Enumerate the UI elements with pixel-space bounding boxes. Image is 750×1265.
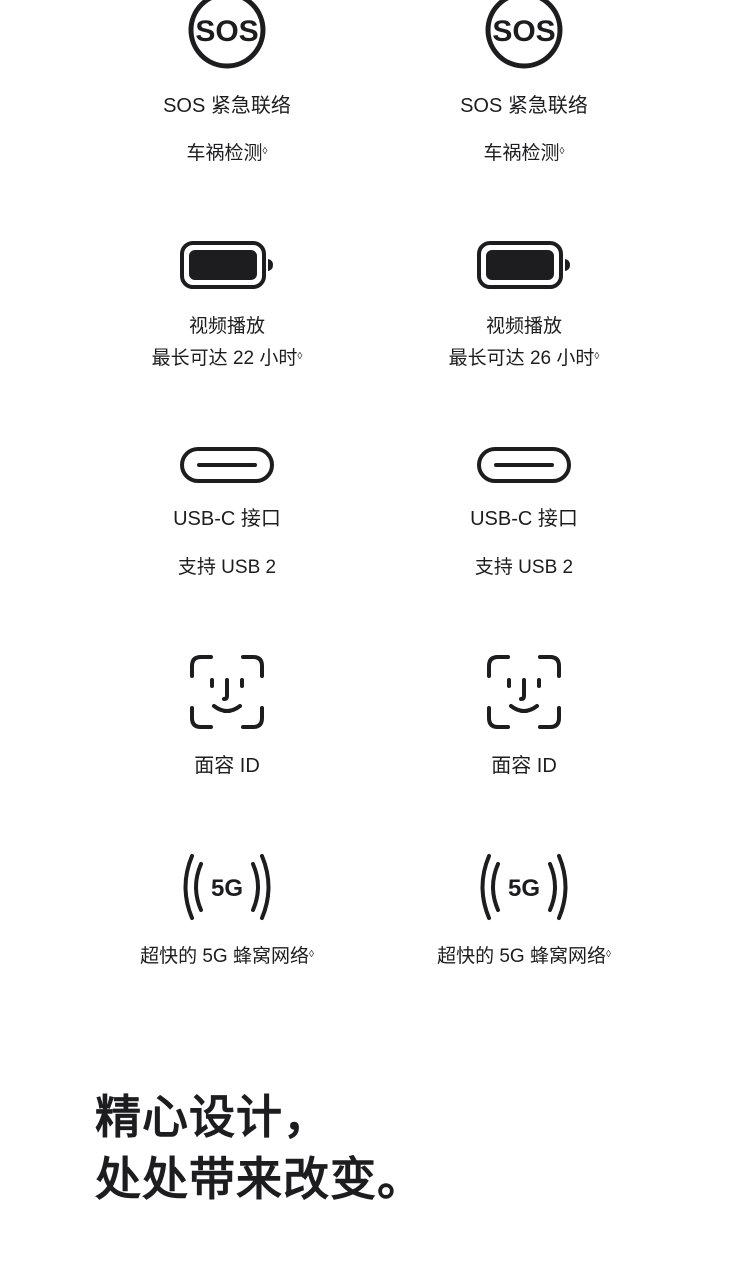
usb-c-icon [374, 446, 674, 486]
battery-icon [77, 240, 377, 292]
5g-icon: 5G [77, 852, 377, 922]
sos-icon: SOS [374, 0, 674, 70]
usb-title: USB-C 接口 [470, 508, 578, 530]
faceid-title: 面容 ID [194, 755, 260, 777]
faceid-title: 面容 ID [491, 755, 557, 777]
battery-line1: 视频播放 [485, 316, 562, 337]
usb-title: USB-C 接口 [173, 508, 281, 530]
face-id-icon [77, 654, 377, 730]
sos-title: SOS 紧急联络 [163, 95, 291, 117]
battery-line1: 视频播放 [188, 316, 265, 337]
cellular-title: 超快的 5G 蜂窝网络◊ [437, 946, 611, 967]
usb-subtitle: 支持 USB 2 [177, 557, 277, 578]
battery-line2: 最长可达 26 小时◊ [448, 348, 600, 369]
section-headline: 精心设计， 处处带来改变。 [95, 1086, 424, 1210]
5g-icon: 5G [374, 852, 674, 922]
sos-icon: SOS [77, 0, 377, 70]
usb-c-icon [77, 446, 377, 486]
headline-line-1: 精心设计， [95, 1090, 330, 1144]
svg-text:SOS: SOS [195, 15, 258, 48]
battery-icon [374, 240, 674, 292]
headline-line-2: 处处带来改变。 [95, 1152, 424, 1206]
battery-line2: 最长可达 22 小时◊ [151, 348, 303, 369]
sos-subtitle: 车祸检测◊ [186, 143, 268, 164]
cellular-title: 超快的 5G 蜂窝网络◊ [140, 946, 314, 967]
sos-subtitle: 车祸检测◊ [483, 143, 565, 164]
face-id-icon [374, 654, 674, 730]
svg-text:SOS: SOS [492, 15, 555, 48]
svg-text:5G: 5G [211, 875, 243, 902]
svg-text:5G: 5G [508, 875, 540, 902]
sos-title: SOS 紧急联络 [460, 95, 588, 117]
usb-subtitle: 支持 USB 2 [474, 557, 574, 578]
